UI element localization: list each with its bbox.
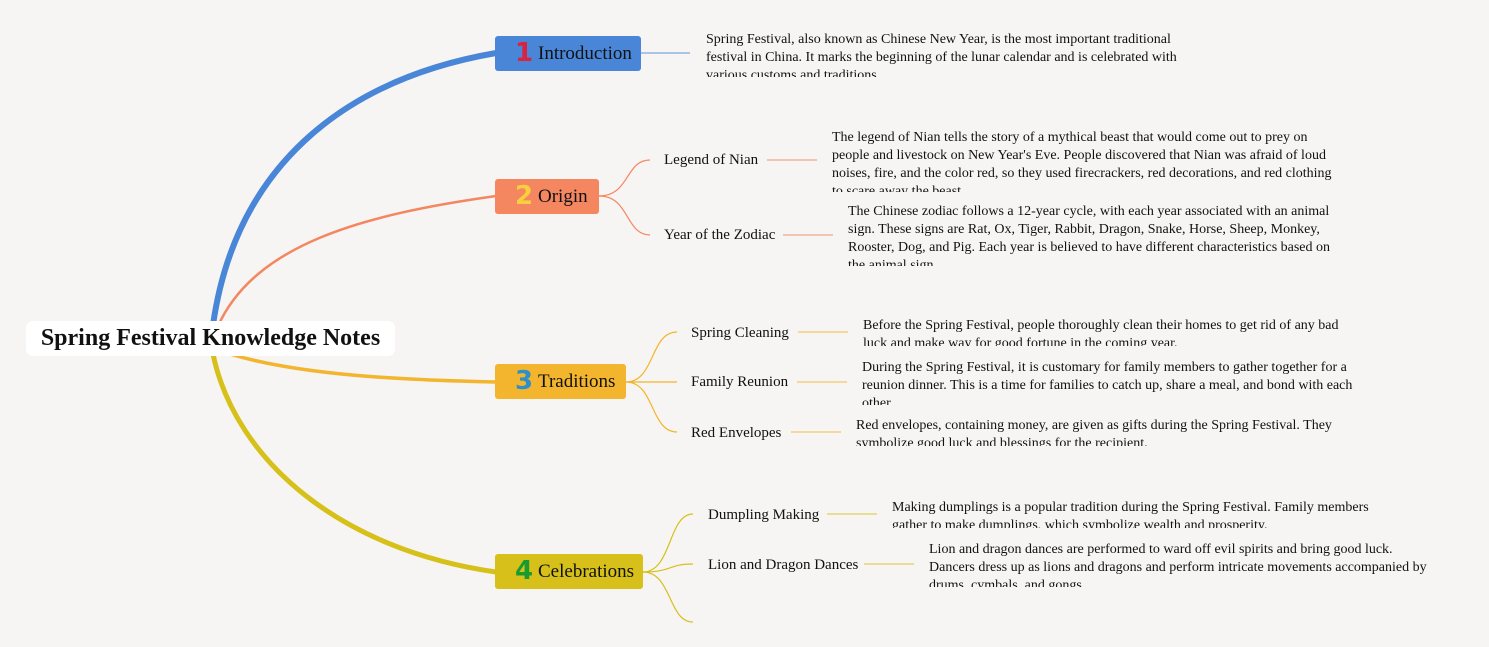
- connector-origin-zodiac: [598, 195, 651, 236]
- note-lion-and-dragon-dances[interactable]: Lion and dragon dances are performed to …: [929, 542, 1427, 587]
- note-dumpling-making[interactable]: Making dumplings is a popular tradition …: [892, 500, 1369, 528]
- branch-label: Origin: [538, 185, 588, 207]
- leaf-dumpling-making[interactable]: Dumpling Making: [708, 507, 820, 523]
- note-legend-of-nian[interactable]: The legend of Nian tells the story of a …: [832, 130, 1332, 192]
- connector-celebrations-third: [642, 571, 694, 623]
- root-node[interactable]: Spring Festival Knowledge Notes: [26, 321, 395, 356]
- connector-celebrations-dumpling: [642, 513, 694, 573]
- connector-celebrations-lion: [642, 563, 694, 573]
- note-red-envelopes[interactable]: Red envelopes, containing money, are giv…: [856, 418, 1332, 446]
- leaf-spring-cleaning[interactable]: Spring Cleaning: [691, 325, 789, 341]
- leaf-family-reunion[interactable]: Family Reunion: [691, 374, 789, 390]
- leaf-red-envelopes[interactable]: Red Envelopes: [691, 425, 782, 441]
- connector-celebrations: [210, 353, 497, 575]
- leaf-year-of-the-zodiac[interactable]: Year of the Zodiac: [664, 227, 776, 243]
- branch-number-icon: 3: [514, 366, 534, 396]
- note-family-reunion[interactable]: During the Spring Festival, it is custom…: [862, 360, 1353, 405]
- leaf-lion-and-dragon-dances[interactable]: Lion and Dragon Dances: [708, 557, 859, 573]
- connector-origin: [216, 194, 497, 327]
- connector-traditions-cleaning: [625, 331, 678, 383]
- branch-number-icon: 1: [514, 38, 534, 68]
- note-spring-cleaning[interactable]: Before the Spring Festival, people thoro…: [863, 318, 1339, 346]
- connector-traditions-envelopes: [625, 381, 678, 433]
- connector-origin-legend: [598, 159, 651, 197]
- connector-traditions: [229, 352, 497, 384]
- branch-traditions[interactable]: 3 Traditions: [495, 364, 626, 399]
- branch-label: Introduction: [538, 42, 632, 64]
- note-year-of-the-zodiac[interactable]: The Chinese zodiac follows a 12-year cyc…: [848, 204, 1331, 266]
- branch-celebrations[interactable]: 4 Celebrations: [495, 554, 643, 589]
- branch-number-icon: 4: [514, 556, 534, 586]
- branch-label: Celebrations: [538, 560, 635, 582]
- note-introduction[interactable]: Spring Festival, also known as Chinese N…: [706, 32, 1177, 77]
- branch-origin[interactable]: 2 Origin: [495, 179, 599, 214]
- leaf-legend-of-nian[interactable]: Legend of Nian: [664, 152, 759, 168]
- connector-introduction: [210, 50, 497, 326]
- branch-label: Traditions: [538, 370, 616, 392]
- branch-number-icon: 2: [514, 181, 534, 211]
- branch-introduction[interactable]: 1 Introduction: [495, 36, 641, 71]
